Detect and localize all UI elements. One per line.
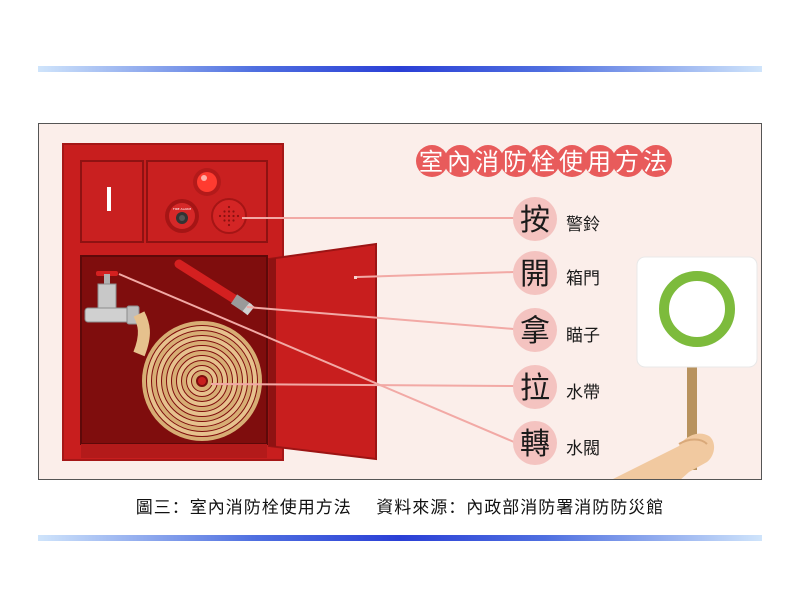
page-title: 室內消防栓使用方法 — [419, 148, 671, 176]
step-verb: 按 — [520, 203, 550, 238]
step-5: 轉 水閥 — [513, 421, 600, 465]
step-verb: 拉 — [520, 371, 550, 406]
step-label: 瞄子 — [566, 326, 600, 346]
hydrant-diagram: FIRE ALARM 室內消防栓使用方法 — [38, 123, 762, 480]
step-3: 拿 瞄子 — [513, 308, 600, 352]
alarm-bell-icon — [211, 198, 247, 234]
ok-sign-icon — [636, 256, 758, 470]
figure-caption: 圖三：室內消防栓使用方法 資料來源：內政部消防署消防防災館 — [135, 498, 665, 518]
step-verb: 拿 — [520, 314, 550, 349]
fire-alarm-button-icon: FIRE ALARM — [165, 199, 199, 233]
step-label: 箱門 — [566, 269, 600, 289]
top-divider — [38, 66, 762, 72]
step-label: 警鈴 — [566, 215, 600, 235]
step-verb: 開 — [520, 257, 550, 292]
valve-icon — [84, 271, 140, 325]
bottom-divider — [38, 535, 762, 541]
nozzle-icon — [174, 259, 255, 316]
hand-icon — [613, 433, 714, 479]
step-label: 水閥 — [566, 439, 600, 459]
alarm-button-text: FIRE ALARM — [173, 207, 191, 211]
step-1: 按 警鈴 — [513, 197, 600, 241]
cabinet-door — [268, 242, 377, 461]
step-4: 拉 水帶 — [513, 365, 600, 409]
step-verb: 轉 — [520, 427, 550, 462]
pointer-lines — [118, 217, 515, 443]
hose-reel-icon — [133, 311, 262, 441]
title-banner: 室內消防栓使用方法 — [416, 145, 672, 177]
step-2: 開 箱門 — [513, 251, 600, 295]
step-label: 水帶 — [566, 383, 600, 403]
warning-light-icon — [193, 168, 221, 196]
